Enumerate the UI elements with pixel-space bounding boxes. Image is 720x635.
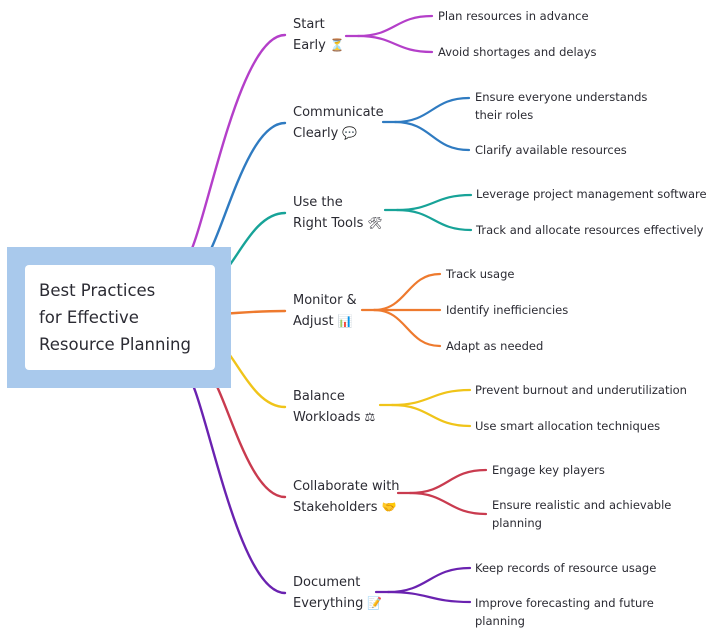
leaf-label: Adapt as needed (446, 339, 544, 353)
branch-label-text: Adjust (293, 314, 334, 329)
leaf-node[interactable]: Adapt as needed (446, 337, 543, 355)
leaf-label: Leverage project management software (476, 187, 707, 201)
leaf-connector-line (408, 468, 488, 495)
branch-label: Communicate (293, 105, 384, 120)
root-connector-line (202, 368, 287, 499)
leaf-connector-line (386, 566, 472, 594)
root-title-line: Resource Planning (39, 335, 191, 354)
branch-node[interactable]: Monitor & Adjust📊 (293, 290, 357, 332)
leaf-node[interactable]: Use smart allocation techniques (475, 417, 660, 435)
branch-label: Balance (293, 389, 345, 404)
leaf-label: Improve forecasting and future (475, 596, 654, 610)
leaf-node[interactable]: Clarify available resources (475, 141, 627, 159)
root-connector-line (198, 121, 287, 264)
root-connector-line (182, 370, 287, 595)
leaf-label: Engage key players (492, 463, 605, 477)
leaf-connector-line (372, 272, 442, 312)
leaf-node[interactable]: Leverage project management software (476, 185, 707, 203)
branch-label-text: Workloads (293, 410, 361, 425)
handshake-icon: 🤝 (381, 500, 397, 514)
leaf-label: Identify inefficiencies (446, 303, 569, 317)
leaf-label: their roles (475, 108, 534, 122)
tools-icon: 🛠 (367, 216, 383, 230)
leaf-connector-line (395, 208, 473, 232)
leaf-node[interactable]: Prevent burnout and underutilization (475, 381, 687, 399)
root-node[interactable]: Best Practices for Effective Resource Pl… (25, 265, 215, 370)
leaf-node[interactable]: Ensure realistic and achievable planning (492, 496, 671, 532)
leaf-label: Keep records of resource usage (475, 561, 657, 575)
leaf-connector-line (372, 308, 442, 348)
leaf-node[interactable]: Track and allocate resources effectively (476, 221, 704, 239)
branch-label: Stakeholders🤝 (293, 497, 400, 518)
branch-label: Monitor & (293, 293, 357, 308)
branch-label: Collaborate with (293, 479, 400, 494)
root-title-line: for Effective (39, 308, 139, 327)
leaf-connector-line (390, 388, 472, 407)
leaf-label: Avoid shortages and delays (438, 45, 597, 59)
leaf-label: Prevent burnout and underutilization (475, 383, 687, 397)
branch-label: Everything📝 (293, 593, 382, 614)
leaf-node[interactable]: Engage key players (492, 461, 605, 479)
leaf-label: Clarify available resources (475, 143, 627, 157)
leaf-connector-line (393, 120, 471, 152)
leaf-connector-line (386, 590, 472, 604)
leaf-connector-line (408, 491, 488, 516)
leaf-label: Ensure everyone understands (475, 90, 648, 104)
root-connector-line (181, 33, 287, 264)
branch-label: Right Tools🛠 (293, 213, 383, 234)
branch-label: Workloads⚖ (293, 407, 375, 428)
leaf-connector-line (356, 14, 434, 38)
leaf-node[interactable]: Keep records of resource usage (475, 559, 656, 577)
leaf-connector-line (395, 193, 473, 212)
balance-scale-icon: ⚖ (364, 410, 376, 424)
leaf-node[interactable]: Plan resources in advance (438, 7, 589, 25)
leaf-label: planning (492, 516, 542, 530)
leaf-label: Track usage (446, 267, 515, 281)
branch-label-text: Clearly (293, 126, 339, 141)
leaf-connector-line (393, 96, 471, 124)
bar-chart-icon: 📊 (337, 314, 353, 328)
branch-label-text: Right Tools (293, 216, 364, 231)
branch-label-text: Early (293, 38, 326, 53)
leaf-label: Use smart allocation techniques (475, 419, 661, 433)
branch-label: Start (293, 17, 325, 32)
leaf-node[interactable]: Avoid shortages and delays (438, 43, 597, 61)
leaf-node[interactable]: Track usage (446, 265, 514, 283)
branch-label: Document (293, 575, 361, 590)
branch-label: Use the (293, 195, 343, 210)
leaf-label: planning (475, 614, 525, 628)
speech-bubble-icon: 💬 (342, 126, 358, 140)
leaf-label: Track and allocate resources effectively (476, 223, 704, 237)
branch-label: Early⏳ (293, 35, 345, 56)
leaf-node[interactable]: Improve forecasting and future planning (475, 594, 654, 630)
leaf-connector-line (356, 34, 434, 54)
hourglass-icon: ⏳ (329, 38, 345, 52)
leaf-label: Ensure realistic and achievable (492, 498, 672, 512)
leaf-node[interactable]: Ensure everyone understands their roles (475, 88, 647, 124)
memo-icon: 📝 (367, 596, 383, 610)
root-title-line: Best Practices (39, 281, 156, 300)
leaf-label: Plan resources in advance (438, 9, 589, 23)
branch-label-text: Everything (293, 596, 364, 611)
branch-label-text: Stakeholders (293, 500, 378, 515)
branch-label: Adjust📊 (293, 311, 357, 332)
leaf-node[interactable]: Identify inefficiencies (446, 301, 568, 319)
leaf-connector-line (390, 403, 472, 428)
branch-label: Clearly💬 (293, 123, 384, 144)
